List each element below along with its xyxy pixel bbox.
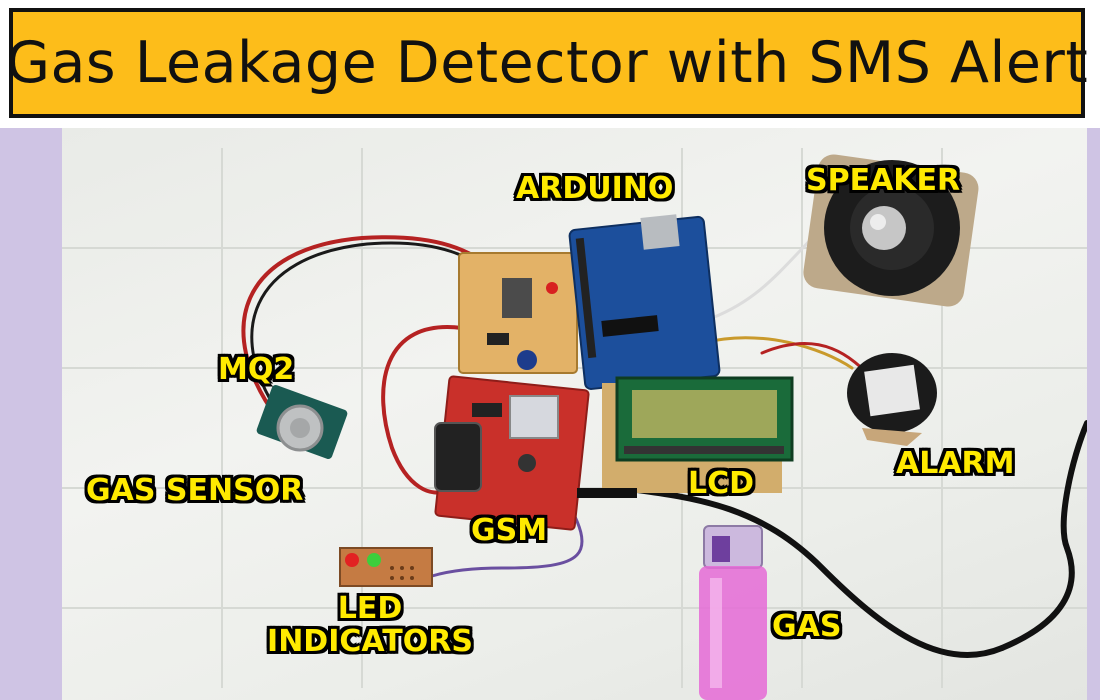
lcd-module bbox=[602, 376, 794, 493]
label-arduino: ARDUINO bbox=[516, 171, 674, 206]
arduino-board bbox=[568, 214, 721, 390]
label-gas: GAS bbox=[772, 609, 842, 644]
indicator-wire bbox=[430, 491, 584, 578]
label-led-indicators: LED INDICATORS bbox=[254, 592, 486, 658]
hardware-illustration bbox=[62, 148, 1087, 700]
led-indicator-board bbox=[339, 547, 433, 587]
project-photo bbox=[62, 128, 1087, 700]
label-speaker: SPEAKER bbox=[806, 163, 961, 198]
alarm-buzzer bbox=[847, 353, 937, 446]
relay-board bbox=[458, 252, 578, 374]
label-gas-sensor: GAS SENSOR bbox=[86, 473, 304, 508]
title-banner: Gas Leakage Detector with SMS Alert bbox=[0, 0, 1100, 128]
label-alarm: ALARM bbox=[896, 446, 1015, 481]
gas-lighter bbox=[699, 525, 767, 700]
gsm-module bbox=[434, 375, 637, 531]
speaker-device bbox=[803, 154, 979, 307]
title-box: Gas Leakage Detector with SMS Alert bbox=[5, 8, 1089, 118]
label-gsm: GSM bbox=[471, 513, 548, 548]
mq2-sensor bbox=[256, 385, 348, 459]
label-lcd: LCD bbox=[688, 466, 755, 501]
right-border bbox=[1087, 128, 1100, 700]
wires bbox=[241, 226, 1087, 659]
sensor-wire-red bbox=[241, 235, 494, 420]
left-border bbox=[0, 128, 62, 700]
led-wire bbox=[381, 325, 464, 495]
label-mq2: MQ2 bbox=[218, 352, 295, 387]
label-led-line1: LED bbox=[337, 591, 403, 626]
label-led-line2: INDICATORS bbox=[267, 624, 473, 659]
page-title: Gas Leakage Detector with SMS Alert bbox=[5, 30, 1089, 96]
lcd-cable bbox=[619, 485, 1005, 659]
